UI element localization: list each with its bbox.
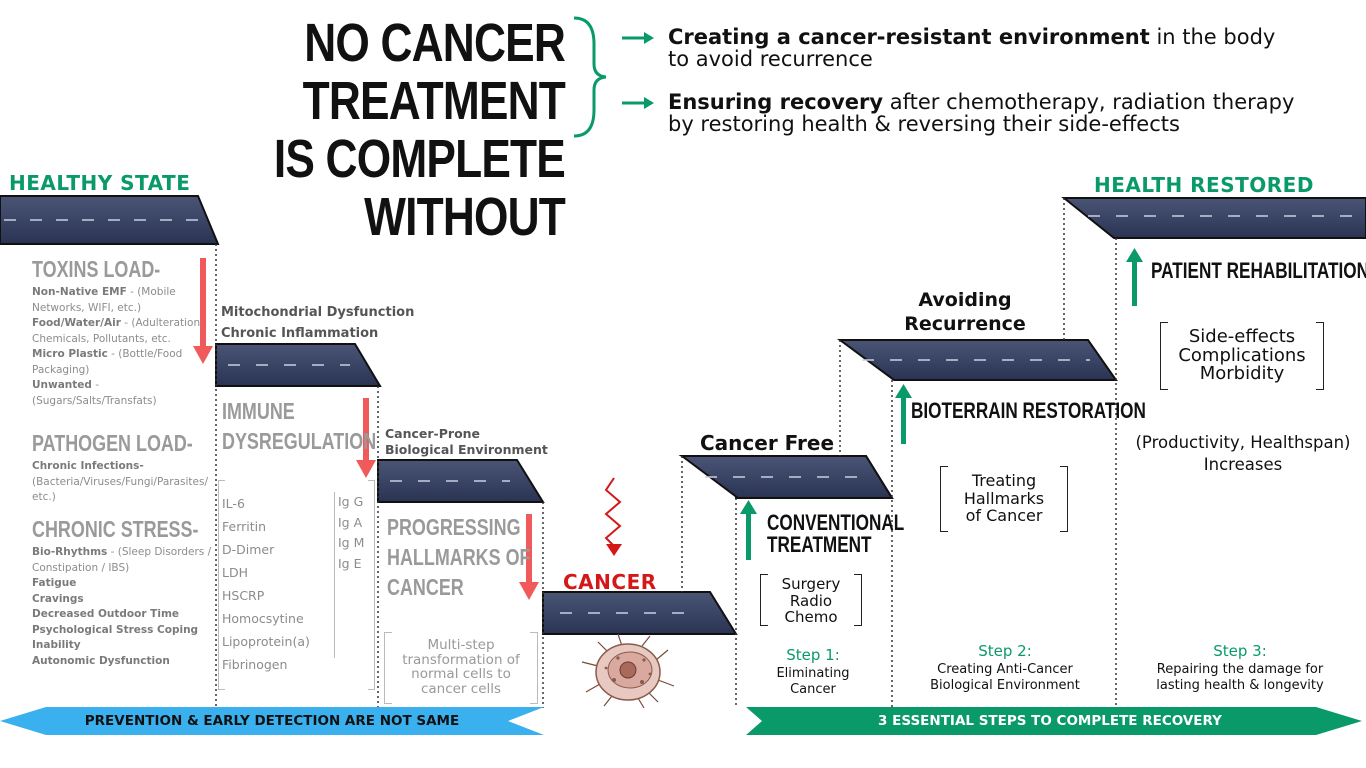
title: NO CANCER TREATMENT IS COMPLETE WITHOUT <box>151 13 566 247</box>
step-3: Step 3: Repairing the damage for lasting… <box>1156 642 1324 693</box>
red-down-arrows <box>193 258 539 600</box>
dotted-columns <box>215 198 1117 708</box>
avoiding-recurrence-label: Avoiding Recurrence <box>904 289 1026 335</box>
health-restored-label: HEALTH RESTORED <box>1094 173 1314 197</box>
point-1-rest: in the body <box>1149 25 1276 49</box>
hallmarks-heading: PROGRESSING HALLMARKS OF CANCER <box>387 514 531 600</box>
immune-heading: IMMUNE DYSREGULATION <box>222 398 377 454</box>
stress-list: Bio-Rhythms - (Sleep Disorders / Constip… <box>32 546 212 667</box>
healthy-state-label: HEALTHY STATE <box>9 171 191 195</box>
road-recurrence <box>836 339 1118 381</box>
rehab-note: (Productivity, Healthspan) Increases <box>1135 433 1351 474</box>
markers-left-list: IL-6 Ferritin D-Dimer LDH HSCRP Homocsyt… <box>222 496 310 672</box>
pathogen-section: PATHOGEN LOAD- Chronic Infections-(Bacte… <box>32 430 212 506</box>
point-1-arrow-icon <box>622 32 654 44</box>
title-brace <box>573 16 607 138</box>
toxin-item: Non-Native EMF - (Mobile Networks, WIFI,… <box>32 286 176 314</box>
bioterrain-bracket: Treating Hallmarks of Cancer <box>940 466 1068 532</box>
road-immune <box>215 343 382 387</box>
conventional-heading: CONVENTIONAL TREATMENT <box>767 510 905 557</box>
pathogen-text: Chronic Infections-(Bacteria/Viruses/Fun… <box>32 460 208 503</box>
green-up-arrows <box>740 248 1143 560</box>
cancer-label: CANCER <box>563 570 657 594</box>
toxin-item: Unwanted - (Sugars/Salts/Transfats) <box>32 379 157 407</box>
point-2-arrow-icon <box>622 97 654 109</box>
cancer-free-label: Cancer Free <box>700 431 835 455</box>
conventional-bracket: Surgery Radio Chemo <box>760 574 862 626</box>
bioterrain-heading: BIOTERRAIN RESTORATION <box>911 398 1146 423</box>
toxins-heading: TOXINS LOAD- <box>32 256 161 282</box>
pathogen-heading: PATHOGEN LOAD- <box>32 430 193 456</box>
mito-text: Mitochondrial Dysfunction Chronic Inflam… <box>221 305 415 341</box>
road-cancer-free <box>678 455 894 499</box>
hallmarks-bracket: Multi-step transformation of normal cell… <box>384 632 538 704</box>
banner-right-shape <box>746 707 1362 735</box>
prone-text: Cancer-Prone Biological Environment <box>385 426 548 457</box>
markers-right-list: Ig G Ig A Ig M Ig E <box>338 494 365 571</box>
stress-section: CHRONIC STRESS- Bio-Rhythms - (Sleep Dis… <box>32 516 214 669</box>
point-2-line2: by restoring health & reversing their si… <box>668 112 1180 136</box>
toxins-section: TOXINS LOAD- Non-Native EMF - (Mobile Ne… <box>32 256 212 409</box>
point-2: Ensuring recovery after chemotherapy, ra… <box>668 91 1358 135</box>
step-2: Step 2: Creating Anti-Cancer Biological … <box>930 642 1080 693</box>
road-cancer <box>542 591 738 635</box>
point-2-rest: after chemotherapy, radiation therapy <box>883 90 1295 114</box>
toxin-item: Micro Plastic - (Bottle/Food Packaging) <box>32 348 183 376</box>
cancer-cell-icon <box>581 633 675 709</box>
immune-markers: IL-6 Ferritin D-Dimer LDH HSCRP Homocsyt… <box>218 480 375 690</box>
point-1: Creating a cancer-resistant environment … <box>668 26 1348 70</box>
point-1-bold: Creating a cancer-resistant environment <box>668 25 1150 49</box>
title-line-1: NO CANCER TREATMENT <box>302 13 566 131</box>
stress-heading: CHRONIC STRESS- <box>32 516 199 542</box>
point-1-line2: to avoid recurrence <box>668 47 873 71</box>
step-1: Step 1: Eliminating Cancer <box>776 646 850 697</box>
cancer-zigzag-icon <box>604 477 622 556</box>
toxins-list: Non-Native EMF - (Mobile Networks, WIFI,… <box>32 285 212 409</box>
banner-left-text: PREVENTION & EARLY DETECTION ARE NOT SAM… <box>84 713 460 729</box>
banner-left-shape <box>0 707 544 735</box>
rehab-heading: PATIENT REHABILITATION <box>1151 258 1366 283</box>
title-line-2: IS COMPLETE WITHOUT <box>273 129 566 247</box>
road-prone <box>377 459 545 503</box>
banner-right-text: 3 ESSENTIAL STEPS TO COMPLETE RECOVERY <box>878 713 1222 729</box>
point-2-bold: Ensuring recovery <box>668 90 884 114</box>
road-healthy-state <box>0 195 220 245</box>
toxin-item: Food/Water/Air - (Adulteration, Chemical… <box>32 317 204 345</box>
rehab-bracket: Side-effects Complications Morbidity <box>1160 322 1324 390</box>
road-health-restored <box>1061 197 1366 239</box>
